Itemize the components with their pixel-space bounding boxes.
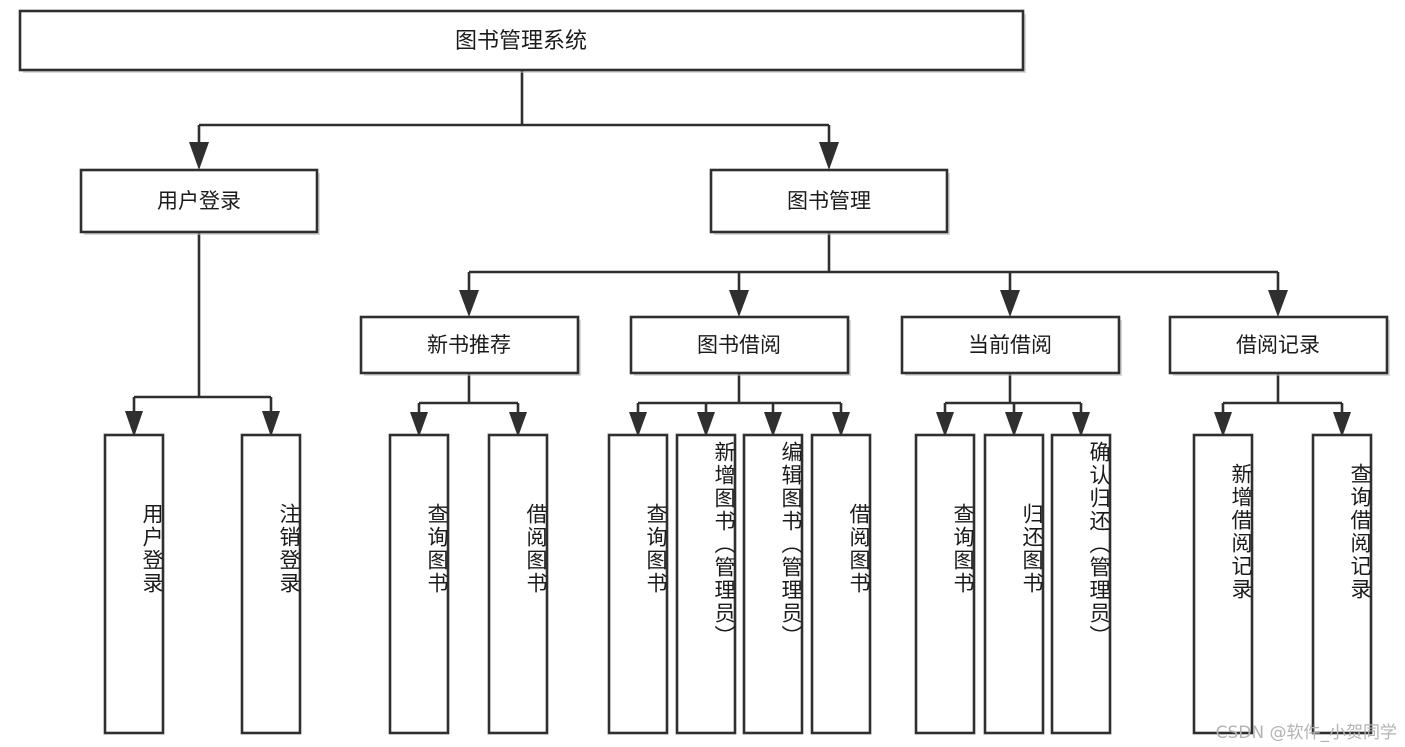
arrow-leaf-logout [262, 411, 280, 437]
node-book-management[interactable]: 图书管理 [709, 168, 950, 235]
connectors-book-management-to-level3 [459, 233, 1288, 317]
node-borrow-record[interactable]: 借阅记录 [1168, 315, 1390, 376]
arrow-leaf-edit-book [764, 412, 782, 437]
node-root-label: 图书管理系统 [455, 29, 587, 54]
arrow-to-current-borrow [1000, 290, 1020, 317]
node-new-book-recommend-label: 新书推荐 [427, 333, 511, 357]
node-user-login-box[interactable] [79, 168, 319, 234]
leaf-box-return-book[interactable] [983, 433, 1045, 735]
connectors-borrow-record-to-leaves [1214, 373, 1351, 437]
leaf-box-borrow-book-1[interactable] [487, 433, 549, 735]
arrow-leaf-confirm-return [1072, 412, 1090, 437]
node-new-book-recommend[interactable]: 新书推荐 [359, 315, 581, 376]
arrow-leaf-borrow-book-1 [509, 412, 527, 437]
connectors-current-borrow-to-leaves [936, 373, 1090, 437]
node-book-borrow-box[interactable] [629, 315, 850, 375]
leaf-box-query-book-1[interactable] [388, 433, 450, 735]
csdn-watermark: CSDN @软件_小贺同学 [1215, 723, 1397, 743]
arrow-to-borrow-record [1268, 290, 1288, 317]
node-borrow-record-label: 借阅记录 [1236, 333, 1320, 357]
leaf-boxes [103, 433, 1373, 735]
arrow-to-book-management [819, 142, 839, 170]
leaf-box-edit-book[interactable] [742, 433, 804, 735]
connectors-new-book-to-leaves [410, 373, 527, 437]
node-root[interactable]: 图书管理系统 [18, 9, 1026, 73]
node-root-box[interactable] [18, 9, 1025, 72]
arrow-leaf-user-login [125, 411, 143, 437]
connectors-book-borrow-to-leaves [629, 373, 850, 437]
arrow-leaf-return-book [1005, 412, 1023, 437]
leaf-box-borrow-book-2[interactable] [810, 433, 872, 735]
leaf-box-query-book-2[interactable] [607, 433, 669, 735]
node-book-management-box[interactable] [709, 168, 949, 234]
arrow-to-book-borrow [729, 290, 749, 317]
node-borrow-record-box[interactable] [1168, 315, 1389, 375]
leaf-box-user-login[interactable] [103, 433, 165, 735]
connectors-user-login-to-leaves [125, 233, 280, 437]
arrow-leaf-query-book-1 [410, 412, 428, 437]
node-book-management-label: 图书管理 [787, 189, 871, 213]
leaf-box-add-book[interactable] [675, 433, 737, 735]
node-user-login[interactable]: 用户登录 [79, 168, 320, 235]
node-current-borrow-label: 当前借阅 [968, 333, 1052, 357]
arrow-leaf-query-record [1333, 412, 1351, 437]
connectors-root-to-level2 [189, 70, 839, 170]
node-book-borrow-label: 图书借阅 [697, 333, 781, 357]
node-book-borrow[interactable]: 图书借阅 [629, 315, 851, 376]
arrow-leaf-add-book [697, 412, 715, 437]
node-current-borrow[interactable]: 当前借阅 [900, 315, 1122, 376]
node-new-book-recommend-box[interactable] [359, 315, 580, 375]
node-current-borrow-box[interactable] [900, 315, 1121, 375]
arrow-leaf-query-book-3 [936, 412, 954, 437]
arrow-to-user-login [189, 142, 209, 170]
arrow-leaf-borrow-book-2 [832, 412, 850, 437]
leaf-box-query-book-3[interactable] [914, 433, 976, 735]
arrow-to-new-book [459, 290, 479, 317]
arrow-leaf-query-book-2 [629, 412, 647, 437]
leaf-box-logout[interactable] [240, 433, 302, 735]
node-user-login-label: 用户登录 [157, 189, 241, 213]
arrow-leaf-add-record [1214, 412, 1232, 437]
leaf-box-add-record[interactable] [1192, 433, 1254, 735]
leaf-box-query-record[interactable] [1311, 433, 1373, 735]
leaf-box-confirm-return[interactable] [1050, 433, 1112, 735]
